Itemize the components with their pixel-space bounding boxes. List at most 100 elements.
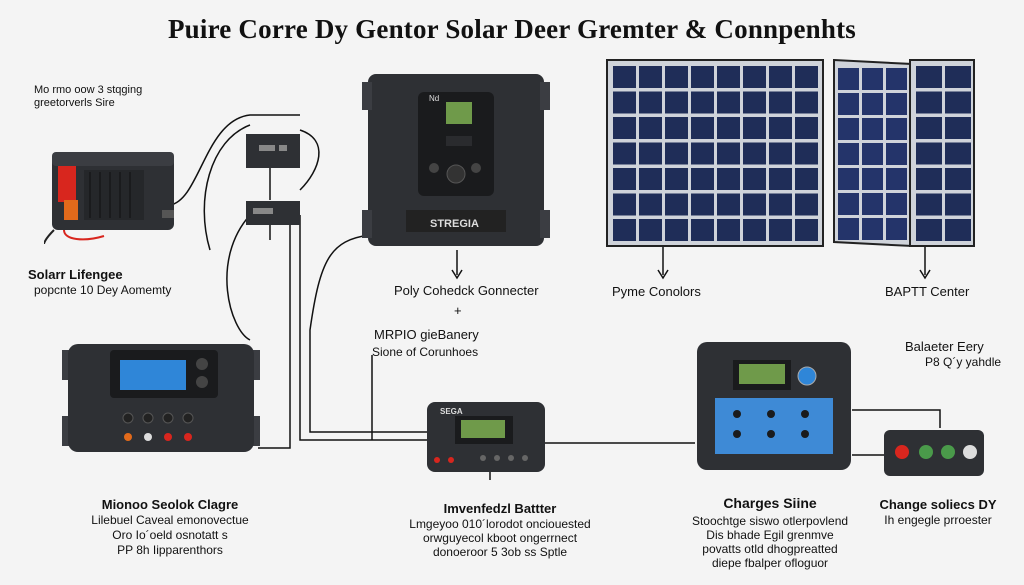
solar-cell [862,193,883,215]
label-top-left-2: greetorverls Sire [34,97,115,109]
solar-cell [639,66,662,88]
solar-cell [916,142,942,165]
inverter-screen-label: Nd [429,94,440,103]
label-balaster-sub: P8 Q´y yahdle [925,355,1002,369]
stregia-inverter [362,74,550,246]
label-inverter-3: orwguyecol kboot ongerrnect [422,531,578,545]
solar-cell [717,219,740,241]
solar-cell [769,168,792,190]
solar-cell [717,66,740,88]
solar-cell [838,143,859,165]
diagram-title: Puire Corre Dy Gentor Solar Deer Gremter… [167,14,856,44]
label-balaster: Balaeter Eery [905,339,984,354]
connector-box-right [884,430,984,476]
solar-cell [862,168,883,190]
wire [169,114,300,206]
solar-cell [886,143,907,165]
solar-cell [916,219,942,241]
label-top-left-1: Mo rmo oow 3 stqging [34,84,143,96]
wire [299,215,430,441]
solar-cell [639,168,662,190]
solar-cell [613,66,636,88]
label-solar-lifeger-sub: popcnte 10 Dey Aomemty [34,283,172,297]
solar-cell [795,91,818,114]
label-mrpo-battery-sub: Sione of Corunhoes [372,345,479,359]
wire [919,269,931,280]
pure-sine-inverter [44,152,174,245]
label-charge-sine-5: diepe fbalper ofloguor [711,556,829,570]
solar-cell [886,68,907,90]
solar-cell [862,143,883,165]
label-charge-sine: Charges Siine [723,495,817,511]
solar-cell [886,93,907,115]
label-monoo-4: PP 8h Iipparenthors [117,543,223,557]
solar-cell [769,66,792,88]
solar-cell [916,168,942,190]
solar-cell [769,91,792,114]
label-plus: + [454,303,462,318]
solar-cell [945,168,971,190]
solar-cell [613,91,636,114]
label-monoo-3: Oro Io´oeld osnotatt s [112,528,228,542]
inverter-brand: STREGIA [430,218,479,230]
solar-cell [691,219,714,241]
label-inverter-4: donoeroor 5 3ob ss Sptle [432,545,568,559]
solar-cell [691,66,714,88]
label-pyme-controllers: Pyme Conolors [612,284,701,299]
solar-panel-right [833,58,975,248]
solar-cell [691,168,714,190]
mppt-brand: SEGA [440,407,463,416]
solar-cell [886,218,907,240]
solar-cell [862,93,883,115]
solar-cell [862,218,883,240]
label-monoo-2: Lilebuel Caveal emonovectue [91,513,249,527]
charge-controller-left [62,344,260,452]
solar-cell [665,168,688,190]
solar-cell [665,142,688,165]
wire [203,124,251,251]
solar-cell [862,118,883,140]
solar-cell [838,168,859,190]
solar-cell [838,93,859,115]
solar-cell [691,142,714,165]
solar-cell [838,68,859,90]
wire [309,234,430,433]
junction-box-lower [246,201,300,225]
label-baptt-center: BAPTT Center [885,284,970,299]
wire [299,129,320,191]
wire [451,269,463,280]
solar-cell [639,117,662,139]
solar-cell [717,91,740,114]
solar-cell [613,142,636,165]
solar-cell [769,142,792,165]
solar-cell [613,219,636,241]
battery-right [697,342,851,470]
solar-cell [743,142,766,165]
solar-cell [743,193,766,216]
solar-cell [945,91,971,114]
solar-cell [838,193,859,215]
label-charge-sine-3: Dis bhade Egil grenmve [706,528,834,542]
wire [258,220,291,449]
solar-cell [945,66,971,88]
solar-cell [838,218,859,240]
solar-cell [886,193,907,215]
solar-cell [691,91,714,114]
solar-cell [665,91,688,114]
solar-cell [639,219,662,241]
solar-cell [795,142,818,165]
wire [226,214,251,341]
solar-cell [886,118,907,140]
solar-cell [838,118,859,140]
solar-cell [945,117,971,139]
solar-cell [862,68,883,90]
solar-cell [743,117,766,139]
label-poly-connector: Poly Cohedck Gonnecter [394,283,539,298]
solar-cell [769,117,792,139]
solar-cell [743,168,766,190]
junction-box-upper [246,134,300,168]
solar-cell [639,193,662,216]
solar-cell [639,142,662,165]
inverter-screen [446,102,472,124]
